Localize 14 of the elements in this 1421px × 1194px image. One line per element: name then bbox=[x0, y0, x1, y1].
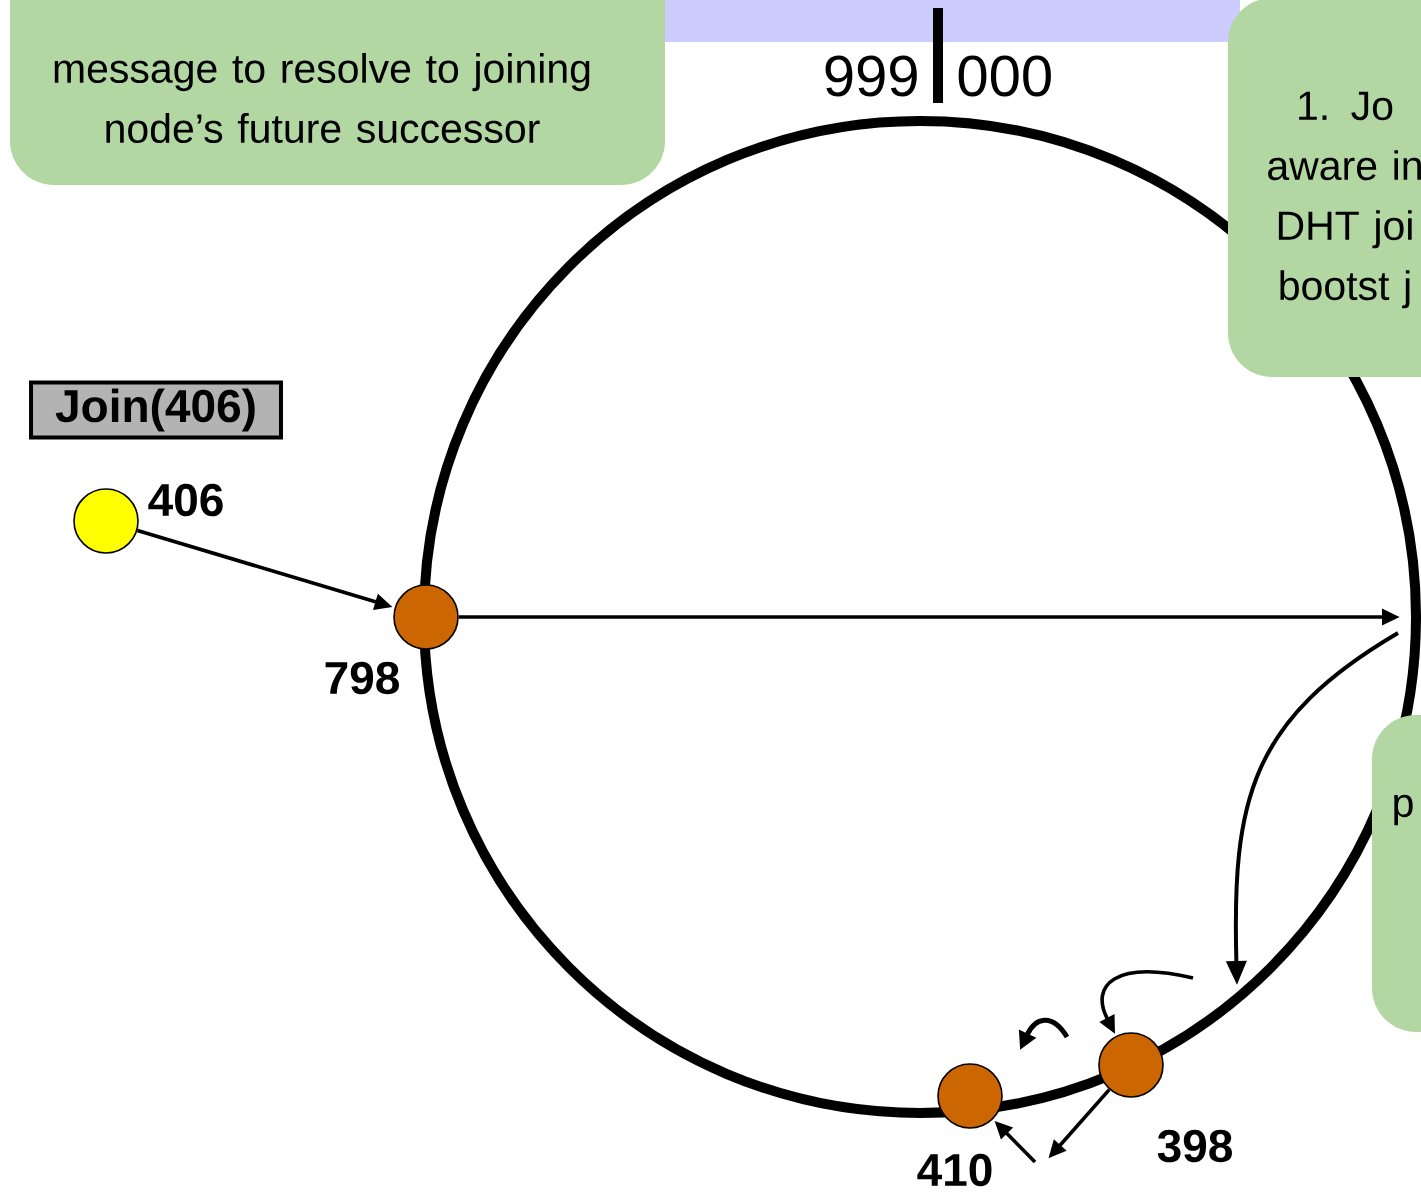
peer-node bbox=[937, 1063, 1003, 1129]
node-id: 798 bbox=[325, 661, 399, 695]
ring-position: 999 bbox=[825, 55, 917, 97]
node-id: 406 bbox=[148, 483, 223, 517]
callout-box: p bbox=[1372, 715, 1421, 1032]
label-box: Join(406) bbox=[29, 380, 283, 440]
peer-node bbox=[73, 488, 139, 554]
peer-node bbox=[393, 584, 459, 650]
callout-box: 1. Jo aware in DHT joi bootst j bbox=[1228, 0, 1421, 377]
ring-position: 000 bbox=[958, 55, 1051, 97]
node-id: 410 bbox=[917, 1153, 992, 1187]
node-id: 398 bbox=[1157, 1129, 1232, 1163]
callout-box: message to resolve to joining node’s future successor bbox=[10, 0, 665, 185]
peer-node bbox=[1098, 1032, 1164, 1098]
